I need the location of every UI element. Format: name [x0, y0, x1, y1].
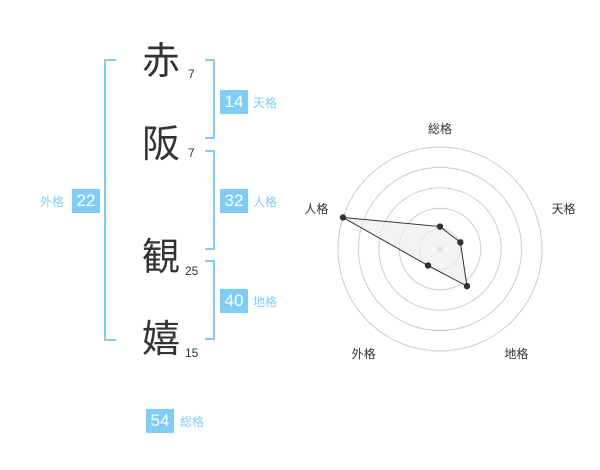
soukaku-label: 総格: [180, 415, 205, 429]
name-char-1: 赤: [142, 39, 181, 83]
chikaku-bracket: [205, 260, 215, 340]
radar-point: [463, 282, 471, 290]
tenkaku-label: 天格: [253, 96, 278, 110]
radar-ring: [337, 146, 543, 352]
radar-ring: [419, 228, 461, 270]
stroke-count-4: 15: [185, 346, 199, 360]
radar-axis-label: 天格: [552, 201, 576, 216]
radar-axis-label: 人格: [304, 201, 328, 216]
chikaku-badge: 40: [220, 289, 248, 313]
soukaku-badge: 54: [146, 409, 174, 433]
radar-point: [436, 223, 444, 230]
radar-ring: [378, 187, 502, 311]
radar-axis-label: 地格: [504, 346, 528, 361]
tenkaku-bracket: [205, 59, 215, 139]
radar-ring: [357, 166, 523, 332]
name-char-4: 嬉: [142, 317, 181, 361]
name-char-3: 観: [142, 235, 181, 279]
radar-axis-label: 総格: [428, 121, 452, 136]
gaikaku-label: 外格: [40, 195, 65, 209]
jinkaku-label: 人格: [253, 195, 278, 209]
radar-axis-label: 外格: [352, 346, 376, 361]
name-char-2: 阪: [142, 122, 181, 166]
radar-point: [424, 262, 432, 269]
gaikaku-badge: 22: [72, 189, 100, 213]
chikaku-label: 地格: [253, 295, 278, 309]
stroke-count-3: 25: [185, 264, 199, 278]
stroke-count-2: 7: [188, 146, 195, 160]
radar-point: [457, 239, 464, 246]
gaikaku-bracket: [104, 59, 116, 341]
radar-point: [339, 214, 347, 221]
jinkaku-badge: 32: [220, 189, 248, 213]
tenkaku-badge: 14: [220, 90, 248, 114]
stroke-count-1: 7: [188, 67, 195, 81]
jinkaku-bracket: [205, 150, 215, 250]
radar-area: [342, 216, 468, 288]
radar-ring: [398, 207, 482, 291]
radar-center: [437, 246, 443, 252]
